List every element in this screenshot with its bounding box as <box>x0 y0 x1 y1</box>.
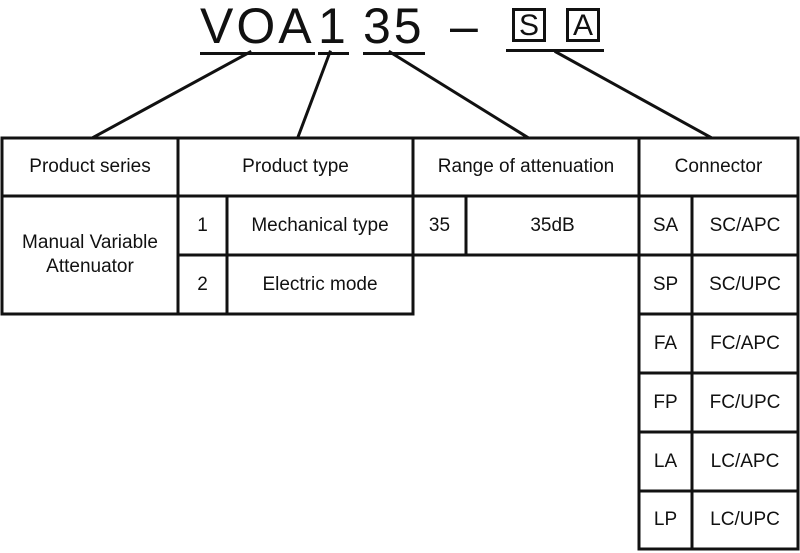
code-dash: – <box>450 0 481 54</box>
connector-code-1: SA <box>652 214 679 236</box>
header-row-border <box>0 136 800 198</box>
header-connector: Connector <box>674 156 763 177</box>
code-connector-underline <box>506 49 604 52</box>
type-code-2: 2 <box>197 273 208 295</box>
connector-label-4: FC/UPC <box>709 391 781 413</box>
connector-code-2: SP <box>652 273 679 295</box>
type-block-border <box>176 194 415 316</box>
code-type: 1 <box>318 0 349 55</box>
leader-type <box>296 50 332 139</box>
series-value: Manual Variable Attenuator <box>2 196 178 314</box>
connector-code-5: LA <box>653 450 678 472</box>
code-range: 35 <box>363 0 425 55</box>
connector-code-4: FP <box>653 391 678 413</box>
leader-range <box>387 49 530 140</box>
connector-label-3: FC/APC <box>710 332 780 354</box>
type-code-1: 1 <box>197 214 208 236</box>
connector-code-3: FA <box>653 332 678 354</box>
header-product-series: Product series <box>29 156 151 177</box>
type-label-2: Electric mode <box>262 273 378 295</box>
leader-series <box>91 49 253 140</box>
series-value-line-1: Manual Variable <box>22 232 158 253</box>
leader-connector <box>553 49 713 140</box>
header-product-type: Product type <box>242 156 349 177</box>
code-connector-letter-1: S <box>512 8 546 42</box>
series-value-line-2: Attenuator <box>46 256 134 277</box>
connector-label-2: SC/UPC <box>709 273 781 295</box>
connector-label-6: LC/UPC <box>710 509 780 530</box>
range-label: 35dB <box>530 214 575 236</box>
type-label-1: Mechanical type <box>251 214 389 236</box>
header-range-of-attenuation: Range of attenuation <box>437 156 615 177</box>
code-connector-letter-2: A <box>566 8 600 42</box>
range-code: 35 <box>428 214 451 236</box>
connector-label-5: LC/APC <box>710 450 780 472</box>
connector-code-6: LP <box>653 509 678 530</box>
connector-label-1: SC/APC <box>709 214 781 236</box>
code-series: VOA <box>200 0 315 55</box>
